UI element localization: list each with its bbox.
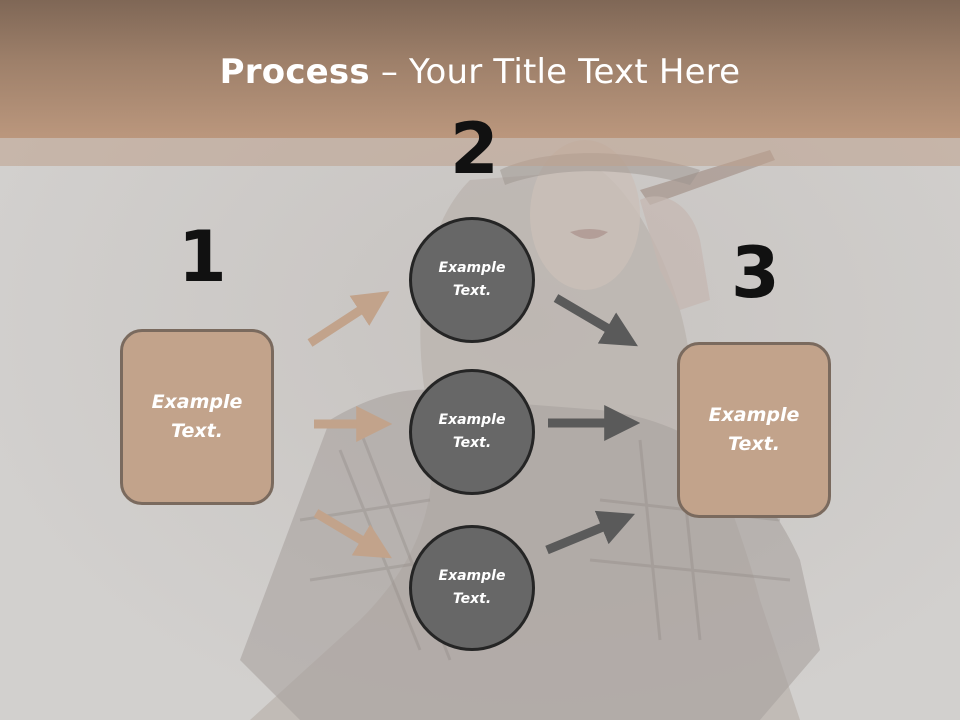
arrow-from-top xyxy=(553,294,638,347)
arrow-to-bottom xyxy=(313,509,392,559)
step-number-2: 2 xyxy=(450,108,499,190)
title-bold: Process xyxy=(219,52,370,92)
step-1-text: Example Text. xyxy=(151,391,243,442)
circle-bottom: Example Text. xyxy=(409,525,535,651)
circle-top: Example Text. xyxy=(409,217,535,343)
title-strip xyxy=(0,138,960,166)
circle-bottom-text: Example Text. xyxy=(438,568,506,607)
step-number-1: 1 xyxy=(178,216,227,298)
step-1-box: Example Text. xyxy=(120,329,274,505)
step-3-text: Example Text. xyxy=(708,404,800,455)
arrow-to-top xyxy=(307,291,390,347)
step-3-box: Example Text. xyxy=(677,342,831,518)
title-band xyxy=(0,0,960,138)
step-number-3: 3 xyxy=(731,232,780,314)
circle-middle-text: Example Text. xyxy=(438,412,506,451)
slide-title: Process – Your Title Text Here xyxy=(0,52,960,92)
circle-middle: Example Text. xyxy=(409,369,535,495)
arrow-from-bottom xyxy=(545,510,635,555)
circle-top-text: Example Text. xyxy=(438,260,506,299)
title-rest: Your Title Text Here xyxy=(409,52,741,92)
title-dash: – xyxy=(369,52,410,92)
